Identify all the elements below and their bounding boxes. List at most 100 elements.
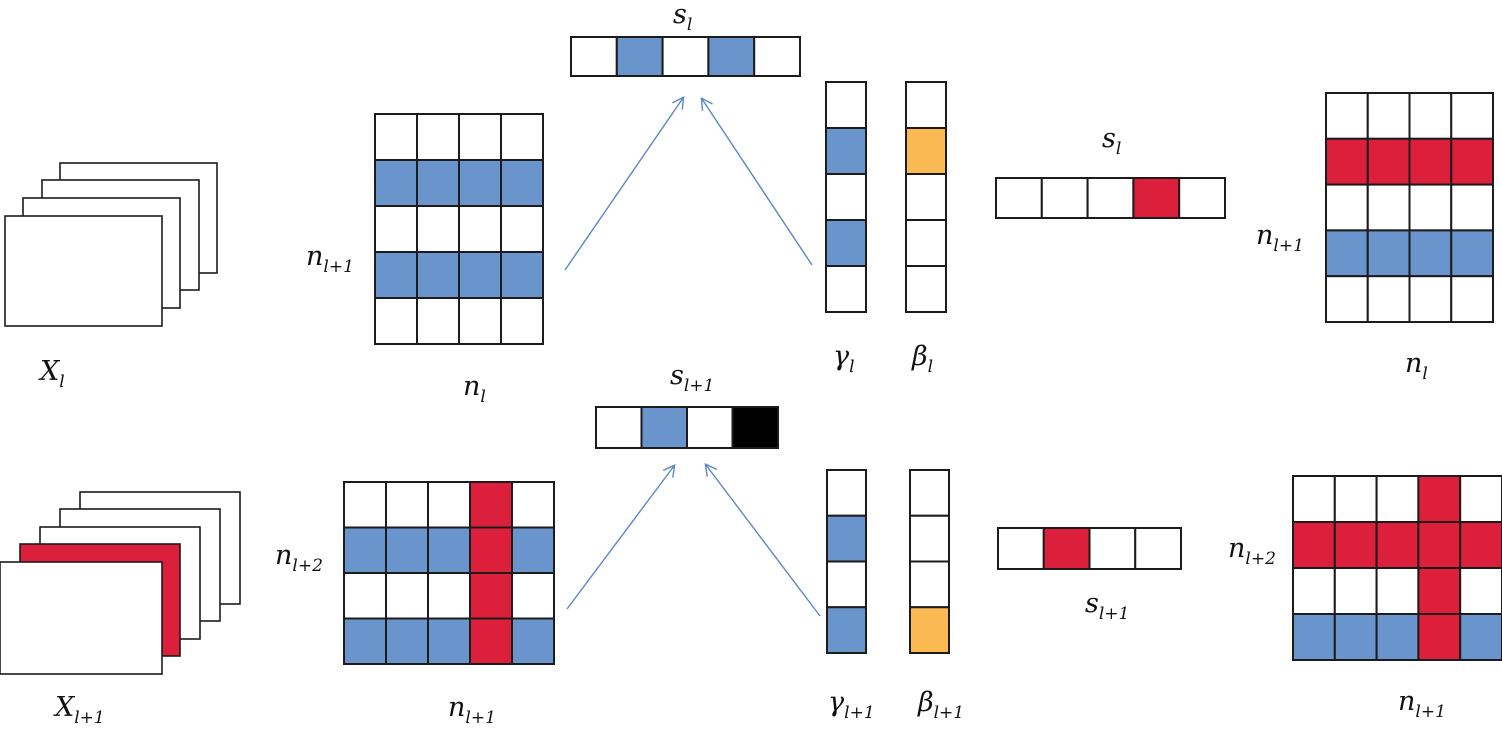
scale-vector-mid-l1-cell <box>1134 527 1182 570</box>
scale-vector-top-l1-cell <box>595 406 643 449</box>
scale-vector-mid-l-cell <box>1178 177 1226 219</box>
result-matrix-l1-cell <box>1375 613 1420 661</box>
weight-matrix-l1-cell <box>469 617 513 665</box>
weight-matrix-l-cell <box>374 251 418 299</box>
beta-l-cell <box>905 173 947 221</box>
weight-matrix-l-cell <box>374 297 418 345</box>
beta-vector-l <box>905 81 947 313</box>
weight-matrix-l-cell <box>458 113 502 161</box>
weight-matrix-l-cell <box>416 205 460 253</box>
weight-matrix-l1-cell <box>469 481 513 529</box>
scale-vector-top-l-cell <box>707 36 756 77</box>
result-matrix-l-cell <box>1366 137 1411 186</box>
weight-matrix-l1-cell <box>427 617 471 665</box>
weight-matrix-l-cell <box>374 159 418 207</box>
feature-map-stack-l <box>4 162 218 327</box>
result-matrix-l1-cell <box>1333 567 1378 615</box>
result-matrix-l-cell <box>1450 183 1494 232</box>
result-matrix-l1-cell <box>1417 613 1462 661</box>
result-matrix-l1-cell <box>1459 567 1502 615</box>
result-matrix-l <box>1325 92 1494 324</box>
scale-vector-mid-l1-cell <box>1042 527 1091 570</box>
gamma-l-cell <box>825 219 867 267</box>
result-matrix-l1-cell <box>1292 613 1336 661</box>
scale-vector-mid-l1-cell <box>997 527 1045 570</box>
result-matrix-l1-cell <box>1417 475 1462 523</box>
scale-vector-mid-l1 <box>997 527 1182 570</box>
arrow-gamma-to-scale-l1 <box>704 463 821 617</box>
scale-vector-mid-l <box>995 177 1226 219</box>
weight-matrix-l-cell <box>500 159 544 207</box>
weight-matrix-l1-cell <box>469 572 513 620</box>
weight-matrix-l-cell <box>500 205 544 253</box>
weight-matrix-l1-cell <box>385 526 429 574</box>
label-n-l-under-matrix: nl <box>463 371 486 407</box>
weight-matrix-l-cell <box>500 251 544 299</box>
label-s-l1-top: sl+1 <box>670 360 714 396</box>
result-matrix-l1-cell <box>1333 475 1378 523</box>
arrow-matrix-to-scale-l <box>564 95 685 271</box>
gamma-l-cell <box>825 265 867 313</box>
label-gamma-l1: γl+1 <box>828 687 875 723</box>
result-matrix-l1-cell <box>1375 567 1420 615</box>
result-matrix-l1-cell <box>1333 613 1378 661</box>
label-s-l1-mid: sl+1 <box>1085 588 1129 624</box>
result-matrix-l-cell <box>1450 92 1494 140</box>
weight-matrix-l-cell <box>500 297 544 345</box>
scale-vector-top-l1 <box>595 406 779 449</box>
scale-vector-top-l-cell <box>753 36 802 77</box>
weight-matrix-l1-cell <box>511 526 555 574</box>
result-matrix-l-cell <box>1408 183 1453 232</box>
scale-vector-top-l-cell <box>570 36 618 77</box>
result-matrix-l-cell <box>1325 229 1369 278</box>
beta-l1-cell <box>909 469 950 517</box>
scale-vector-top-l1-cell <box>731 406 779 449</box>
result-matrix-l1-cell <box>1459 613 1502 661</box>
beta-l1-cell <box>909 606 950 654</box>
result-matrix-l-cell <box>1450 229 1494 278</box>
result-matrix-l1-cell <box>1375 475 1420 523</box>
gamma-l1-cell <box>826 514 867 563</box>
label-n-l1-left-of-result: nl+1 <box>1256 220 1304 256</box>
label-n-l1-left-of-matrix: nl+1 <box>306 241 354 277</box>
weight-matrix-l1-cell <box>511 617 555 665</box>
beta-l-cell <box>905 265 947 313</box>
gamma-l1-cell <box>826 469 867 517</box>
weight-matrix-l1-cell <box>385 572 429 620</box>
weight-matrix-l-cell <box>500 113 544 161</box>
weight-matrix-l1-cell <box>343 481 387 529</box>
beta-vector-l1 <box>909 469 950 654</box>
gamma-l-cell <box>825 173 867 221</box>
weight-matrix-l1-cell <box>511 572 555 620</box>
scale-vector-top-l <box>570 36 802 77</box>
result-matrix-l1-cell <box>1417 567 1462 615</box>
scale-vector-top-l1-cell <box>686 406 734 449</box>
label-s-l-mid: sl <box>1102 123 1121 159</box>
scale-vector-mid-l-cell <box>1132 177 1181 219</box>
result-matrix-l-cell <box>1408 229 1453 278</box>
weight-matrix-l1 <box>343 481 555 665</box>
scale-vector-mid-l-cell <box>995 177 1043 219</box>
weight-matrix-l-cell <box>416 297 460 345</box>
result-matrix-l-cell <box>1408 275 1453 324</box>
gamma-l-cell <box>825 81 867 129</box>
gamma-l1-cell <box>826 606 867 654</box>
scale-vector-top-l-cell <box>661 36 710 77</box>
label-n-l-under-result: nl <box>1405 348 1428 384</box>
weight-matrix-l <box>374 113 544 345</box>
beta-l-cell <box>905 127 947 175</box>
weight-matrix-l1-cell <box>427 526 471 574</box>
arrow-matrix-to-scale-l1 <box>566 464 676 610</box>
result-matrix-l1-cell <box>1292 475 1336 523</box>
result-matrix-l-cell <box>1450 275 1494 324</box>
label-n-l2-left-of-matrix: nl+2 <box>275 540 323 576</box>
label-x-l: Xl <box>38 356 65 392</box>
scale-vector-mid-l-cell <box>1040 177 1089 219</box>
result-matrix-l-cell <box>1408 92 1453 140</box>
weight-matrix-l-cell <box>458 159 502 207</box>
weight-matrix-l1-cell <box>469 526 513 574</box>
result-matrix-l-cell <box>1325 92 1369 140</box>
gamma-l1-cell <box>826 560 867 609</box>
